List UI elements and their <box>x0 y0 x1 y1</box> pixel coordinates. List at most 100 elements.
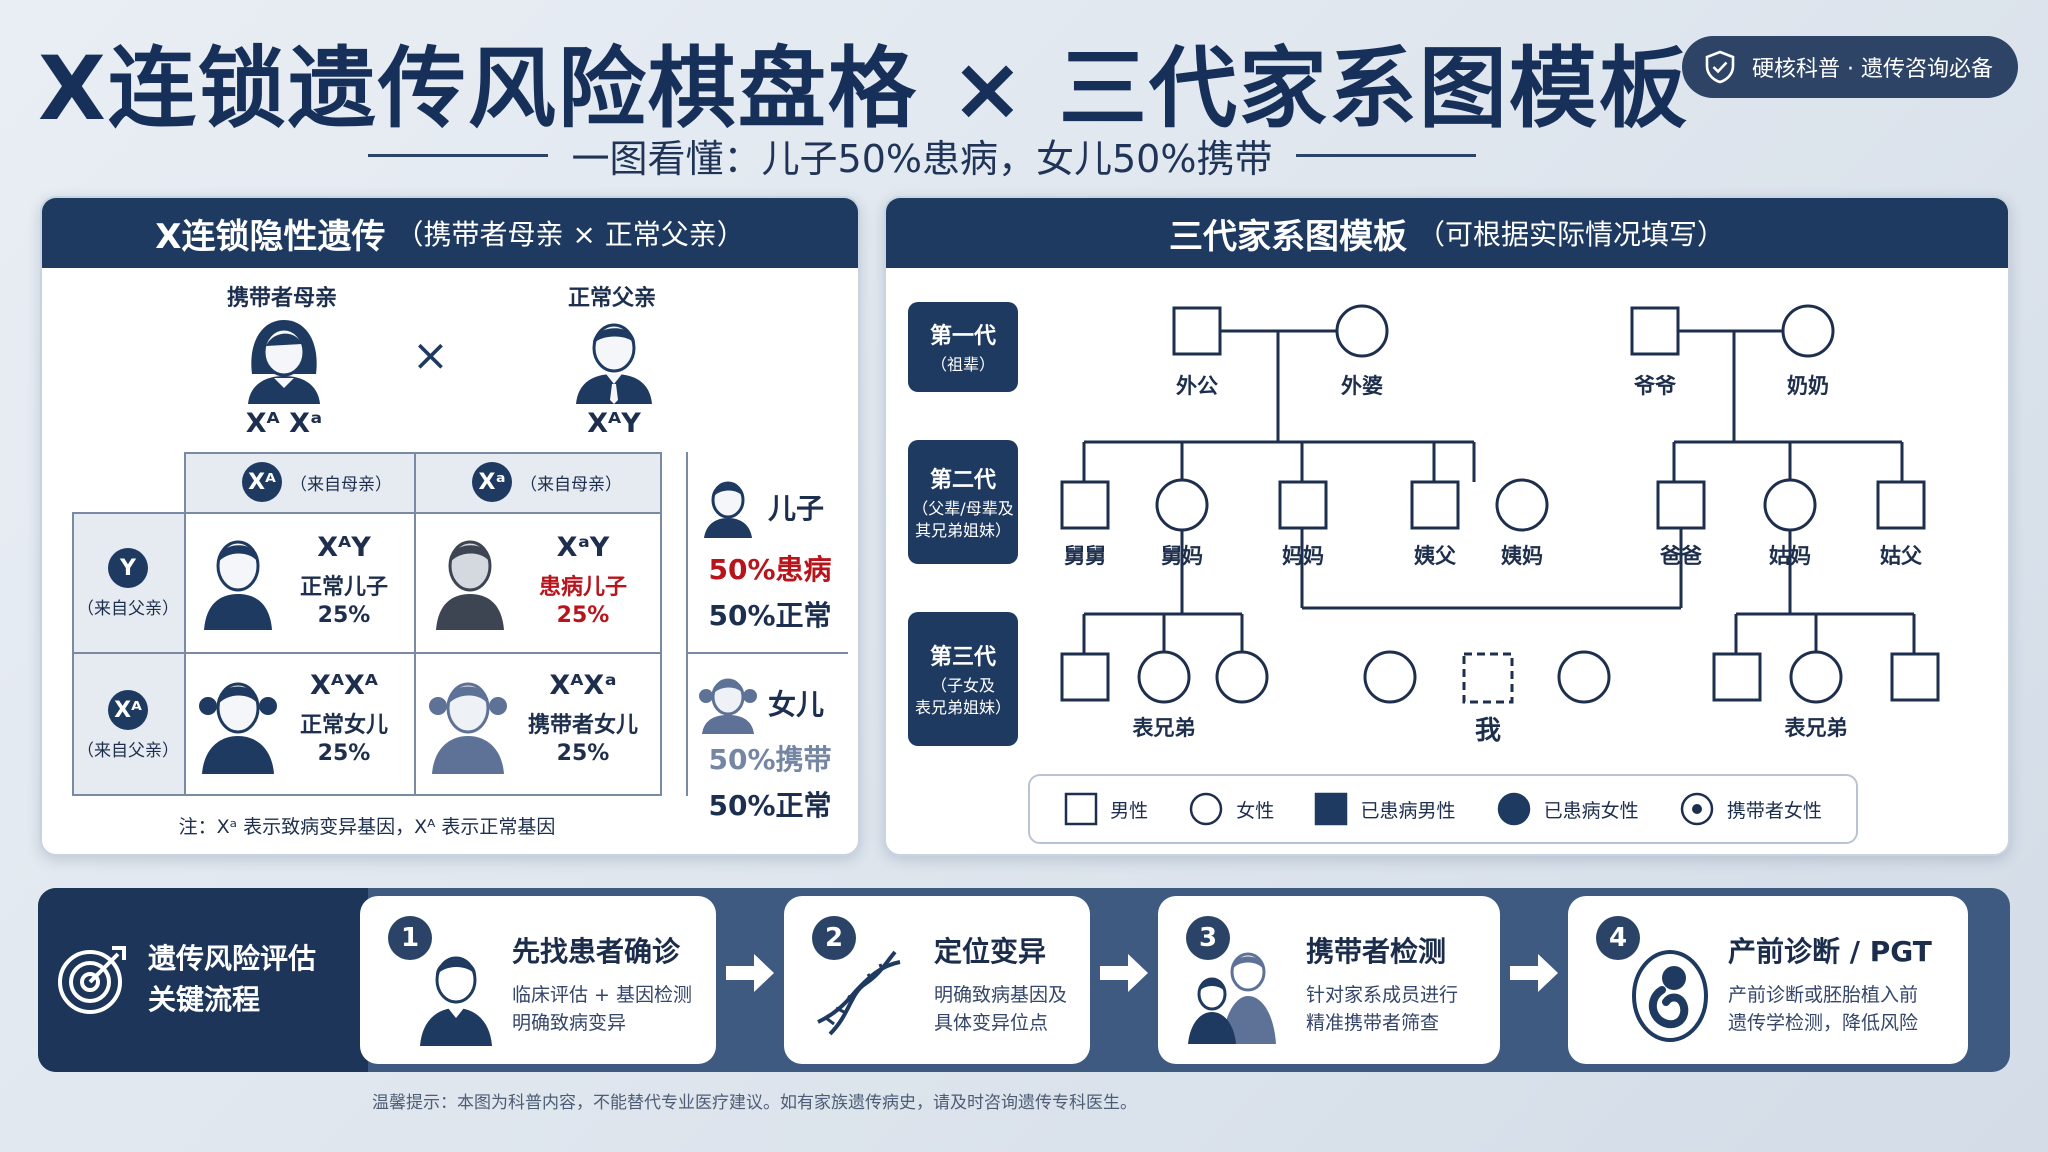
cell-1-label: 正常儿子 <box>299 575 388 600</box>
flow-step-2: 2 定位变异 明确致病基因及 具体变异位点 <box>784 896 1090 1064</box>
step-1-desc-line-2: 明确致病变异 <box>512 1011 627 1034</box>
generation-2-sub: （父辈/母辈及 其兄弟姐妹） <box>912 499 1014 540</box>
maternal-aunt-symbol <box>1495 478 1549 532</box>
son-icon <box>704 481 752 538</box>
cousin-3-symbol <box>1215 650 1269 704</box>
row-allele-2: Xᴬ <box>108 690 148 730</box>
col-origin-1: （来自母亲） <box>290 474 392 495</box>
proband-symbol <box>1462 652 1514 704</box>
main-title: X连锁遗传风险棋盘格 × 三代家系图模板 <box>38 37 1689 140</box>
footer-disclaimer: 温馨提示：本图为科普内容，不能替代专业医疗建议。如有家族遗传病史，请及时咨询遗传… <box>372 1093 1137 1113</box>
step-3-title: 携带者检测 <box>1306 935 1447 968</box>
daughter-summary-label: 女儿 <box>768 688 825 721</box>
subtitle: 一图看懂：儿子50%患病，女儿50%携带 <box>571 136 1273 181</box>
daughter-carrier-pct: 50%携带 <box>708 743 832 776</box>
summary-divider <box>686 452 688 796</box>
name-cousins-maternal: 表兄弟 <box>1132 716 1196 740</box>
step-4-desc-line-1: 产前诊断或胚胎植入前 <box>1728 984 1919 1006</box>
step-2-title: 定位变异 <box>934 935 1047 968</box>
flow-title-block: 遗传风险评估 关键流程 <box>38 888 368 1072</box>
name-maternal-uncle: 舅舅 <box>1064 544 1106 568</box>
risk-assessment-flow: 遗传风险评估 关键流程 1 先找患者确诊 临床评估 + 基因检测 明确致病变异 … <box>38 888 2010 1072</box>
step-2-number: 2 <box>812 916 856 960</box>
affected-female-symbol-icon <box>1497 792 1530 826</box>
legend-male-label: 男性 <box>1110 799 1149 822</box>
row-origin-1: （来自父亲） <box>77 599 179 619</box>
legend-carrier-female-label: 携带者女性 <box>1726 799 1822 822</box>
generation-1-name: 第一代 <box>929 324 996 350</box>
arrow-right-icon <box>726 954 774 992</box>
generation-3-label: 第三代 （子女及 表兄弟姐妹） <box>908 612 1018 746</box>
female-symbol-icon <box>1190 792 1223 826</box>
name-maternal-grandfather: 外公 <box>1176 374 1218 398</box>
paternal-aunt-husband-symbol <box>1876 480 1926 530</box>
cousin-5-symbol <box>1789 650 1843 704</box>
pedigree-panel-header: 三代家系图模板 （可根据实际情况填写） <box>886 198 2008 268</box>
target-icon <box>58 946 126 1014</box>
col-origin-2: （来自母亲） <box>520 474 622 495</box>
generation-1-sub: （祖辈） <box>930 355 995 375</box>
arrow-right-icon <box>1510 954 1558 992</box>
cell-affected-son: XᵃY 患病儿子 25% <box>516 532 650 628</box>
step-2-desc-line-1: 明确致病基因及 <box>934 984 1068 1006</box>
name-paternal-grandmother: 奶奶 <box>1787 374 1829 398</box>
legend-female: 女性 <box>1188 791 1274 827</box>
name-paternal-aunt: 姑妈 <box>1769 544 1811 568</box>
affected-son-icon <box>436 540 504 630</box>
father-genotype: XᴬY <box>587 408 641 439</box>
name-proband: 我 <box>1474 716 1501 746</box>
cross-symbol: × <box>412 330 449 381</box>
legend-female-label: 女性 <box>1236 799 1275 822</box>
legend-affected-male-label: 已患病男性 <box>1360 799 1456 822</box>
carrier-female-symbol-icon <box>1680 792 1714 826</box>
pedigree-chart <box>1060 304 1940 704</box>
cell-3-genotype: XᴬXᴬ <box>310 670 378 701</box>
flow-title-line-1: 遗传风险评估 <box>148 942 317 976</box>
maternal-uncle-wife-symbol <box>1155 478 1209 532</box>
father-symbol <box>1656 480 1706 530</box>
carrier-daughter-icon <box>429 682 507 774</box>
cell-2-genotype: XᵃY <box>556 532 610 563</box>
step-3-number: 3 <box>1186 916 1230 960</box>
sibling-2-symbol <box>1557 650 1611 704</box>
generation-2-name: 第二代 <box>929 468 996 494</box>
name-maternal-grandmother: 外婆 <box>1341 374 1383 398</box>
daughter-normal-pct: 50%正常 <box>708 789 832 822</box>
cell-carrier-daughter: XᴬXᵃ 携带者女儿 25% <box>512 670 654 766</box>
daughter-summary-head: 女儿 <box>698 672 824 734</box>
name-father: 爸爸 <box>1660 544 1702 568</box>
dna-icon <box>817 950 901 1036</box>
row-header-2: Xᴬ （来自父亲） <box>72 690 184 761</box>
punnett-square: Xᴬ （来自母亲） Xᵃ （来自母亲） Y （来自父亲） Xᴬ （来自父亲） X… <box>72 452 662 796</box>
mother-genotype: Xᴬ Xᵃ <box>245 408 323 439</box>
col-header-2: Xᵃ （来自母亲） <box>472 462 622 502</box>
cell-3-label: 正常女儿 <box>299 713 388 738</box>
normal-daughter-icon <box>199 682 277 774</box>
cell-2-percent: 25% <box>556 603 610 628</box>
doctor-icon <box>420 956 492 1046</box>
cousin-4-symbol <box>1712 652 1762 702</box>
subtitle-rule-right <box>1296 153 1476 157</box>
cell-2-label: 患病儿子 <box>538 575 627 600</box>
mother-symbol <box>1278 480 1328 530</box>
cell-4-label: 携带者女儿 <box>527 713 638 738</box>
son-affected-pct: 50%患病 <box>708 553 832 586</box>
cell-1-genotype: XᴬY <box>317 532 371 563</box>
flow-step-1: 1 先找患者确诊 临床评估 + 基因检测 明确致病变异 <box>360 896 716 1064</box>
pedigree-panel-title: 三代家系图模板 <box>1168 216 1407 257</box>
name-mother: 妈妈 <box>1282 544 1324 568</box>
step-1-desc-line-1: 临床评估 + 基因检测 <box>512 984 692 1006</box>
row-origin-2: （来自父亲） <box>77 741 179 761</box>
step-4-desc-line-2: 遗传学检测，降低风险 <box>1728 1011 1919 1034</box>
cell-3-percent: 25% <box>317 741 371 766</box>
generation-3-sub: （子女及 表兄弟姐妹） <box>914 676 1011 717</box>
punnett-note: 注：Xᵃ 表示致病变异基因，Xᴬ 表示正常基因 <box>178 816 556 838</box>
flow-step-3: 3 携带者检测 针对家系成员进行 精准携带者筛查 <box>1158 896 1500 1064</box>
step-4-title: 产前诊断 / PGT <box>1728 935 1932 968</box>
legend-male: 男性 <box>1064 792 1148 826</box>
shield-check-icon <box>1705 50 1735 84</box>
pedigree-legend: 男性 女性 已患病男性 已患病女性 携带者女性 <box>1028 774 1858 844</box>
cell-1-percent: 25% <box>317 603 371 628</box>
mother-label: 携带者母亲 <box>226 286 337 311</box>
maternal-grandfather-symbol <box>1172 306 1222 356</box>
